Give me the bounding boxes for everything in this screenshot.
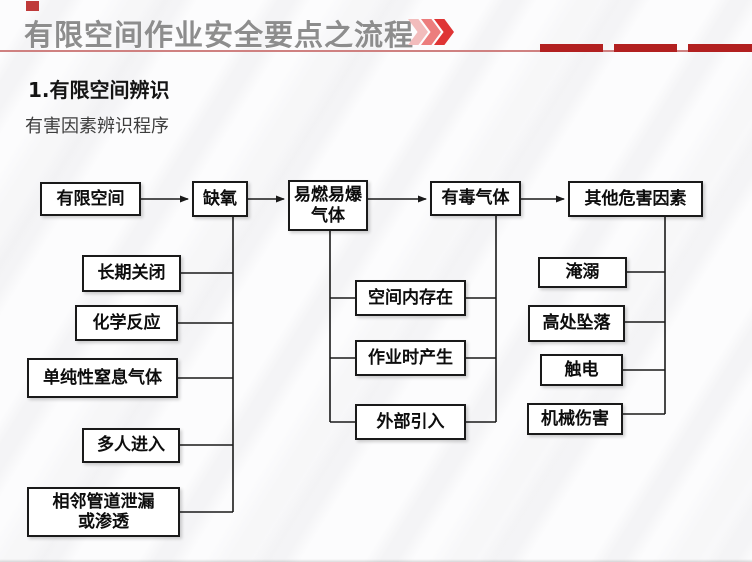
header-divider-line [0,50,752,52]
node-generated-during-work: 作业时产生 [355,340,466,376]
header-dash-decor [614,44,677,52]
node-adjacent-pipeline-leak: 相邻管道泄漏 或渗透 [27,487,180,537]
slide-header-title: 有限空间作业安全要点之流程 [24,18,415,52]
node-limited-space: 有限空间 [40,182,141,216]
chevron-icon [434,19,454,45]
node-exists-in-space: 空间内存在 [355,280,466,316]
section-heading: 1.有限空间辨识 [28,78,170,102]
node-simple-asphyxiant-gas: 单纯性窒息气体 [27,358,178,398]
node-flammable-explosive-gas: 易燃易爆 气体 [288,180,368,231]
node-oxygen-deficiency: 缺氧 [192,181,248,217]
section-subheading: 有害因素辨识程序 [25,116,169,137]
node-mechanical-injury: 机械伤害 [527,403,623,435]
triple-chevron-right-icon [408,19,454,45]
header-dash-decor [540,44,603,52]
node-electric-shock: 触电 [540,354,623,386]
node-chemical-reaction: 化学反应 [75,305,178,341]
node-multiple-entrants: 多人进入 [82,428,180,463]
node-drowning: 淹溺 [538,257,627,288]
chevron-icon [421,19,441,45]
node-introduced-externally: 外部引入 [355,404,466,440]
chevron-icon [408,19,428,45]
corner-accent-square [26,1,39,11]
node-long-term-closed: 长期关闭 [82,255,181,292]
header-dash-decor [688,44,752,52]
node-toxic-gas: 有毒气体 [430,181,521,216]
node-other-hazards: 其他危害因素 [568,181,703,217]
node-fall-from-height: 高处坠落 [528,305,625,342]
